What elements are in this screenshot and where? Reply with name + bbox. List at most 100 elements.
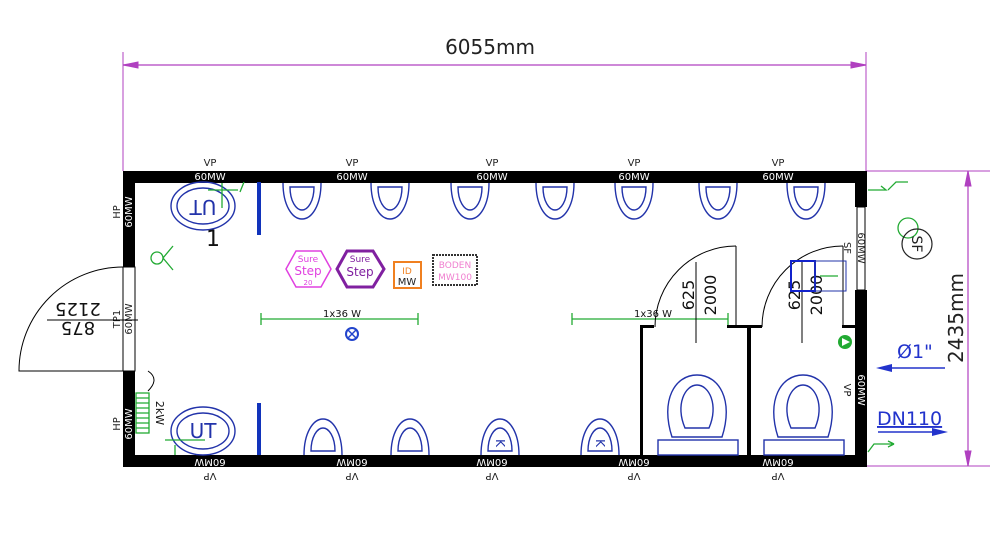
svg-text:2000: 2000 [807, 275, 826, 316]
entrance-door-frame [122, 266, 136, 372]
walls [123, 171, 867, 467]
svg-text:VP: VP [486, 470, 499, 481]
svg-text:60MW: 60MW [762, 456, 793, 467]
urinal [450, 182, 490, 220]
door-width-label: 875 [61, 317, 95, 338]
drain-connection: DN110 [877, 408, 948, 436]
svg-text:BODEN: BODEN [439, 261, 471, 271]
width-label: 2435mm [944, 273, 968, 363]
svg-text:DN110: DN110 [877, 408, 942, 430]
washbasin-top: UT 1 [170, 181, 245, 252]
svg-text:2kW: 2kW [153, 401, 166, 425]
svg-text:60MW: 60MW [336, 172, 367, 183]
svg-text:60MW: 60MW [855, 374, 866, 405]
urinal [614, 182, 654, 220]
urinal [698, 182, 738, 220]
stall-door-2[interactable]: 625 2000 [761, 245, 844, 343]
sure-step-badge: Sure Step [335, 249, 386, 289]
svg-text:VP: VP [346, 158, 359, 169]
urinal [390, 418, 430, 456]
svg-text:625: 625 [679, 280, 698, 311]
svg-text:1x36 W: 1x36 W [634, 309, 672, 320]
urinal [303, 418, 343, 456]
svg-text:2000: 2000 [701, 275, 720, 316]
id-mw-badge: ID MW [393, 261, 422, 289]
fire-extinguisher-icon [150, 245, 174, 271]
svg-text:VP: VP [204, 158, 217, 169]
sure-step-20-badge: Sure Step 20 [285, 250, 332, 288]
svg-text:60MW: 60MW [476, 456, 507, 467]
svg-text:60MW: 60MW [124, 408, 135, 439]
svg-text:60MW: 60MW [194, 172, 225, 183]
svg-text:Step: Step [346, 265, 373, 279]
urinal [786, 182, 826, 220]
svg-text:VP: VP [346, 470, 359, 481]
light-fixture-1: 1x36 W [260, 309, 419, 325]
svg-text:60MW: 60MW [336, 456, 367, 467]
urinals-top [282, 182, 826, 220]
svg-text:K: K [493, 439, 507, 448]
svg-text:VP: VP [628, 158, 641, 169]
window [856, 206, 866, 291]
svg-text:60MW: 60MW [194, 456, 225, 467]
urinal: K [580, 418, 620, 456]
length-label: 6055mm [445, 35, 535, 59]
svg-text:MW100: MW100 [438, 273, 472, 283]
urinal [282, 182, 322, 220]
svg-text:Sure: Sure [298, 255, 319, 265]
sf-symbol: SF [897, 217, 933, 260]
boden-badge: BODEN MW100 [432, 254, 478, 286]
toilet-1 [657, 374, 739, 456]
svg-text:HP: HP [112, 205, 123, 219]
svg-text:60MW: 60MW [124, 303, 135, 334]
entrance-door[interactable]: 2125 875 [18, 266, 138, 372]
svg-text:VP: VP [628, 470, 641, 481]
water-connection: Ø1" [876, 341, 945, 372]
svg-text:MW: MW [398, 277, 417, 288]
svg-text:60MW: 60MW [476, 172, 507, 183]
heater: 2kW [135, 370, 166, 434]
svg-text:SF: SF [908, 236, 924, 253]
washbasin-bottom: UT [165, 406, 236, 456]
urinal [535, 182, 575, 220]
light-fixture-2: 1x36 W [571, 309, 729, 325]
svg-text:60MW: 60MW [618, 172, 649, 183]
pump-icon [838, 335, 852, 349]
power-connection-bottom [867, 440, 895, 453]
svg-text:20: 20 [304, 279, 313, 287]
toilet-2 [763, 374, 845, 456]
svg-text:Step: Step [294, 264, 321, 278]
bottom-wall-labels: 60MW VP 60MW VP 60MW VP 60MW VP 60MW VP [194, 456, 793, 481]
electrical-panel [790, 260, 847, 292]
svg-text:VP: VP [204, 470, 217, 481]
svg-text:ID: ID [402, 267, 412, 277]
svg-text:60MW: 60MW [124, 196, 135, 227]
door-height-label: 2125 [55, 298, 101, 319]
svg-text:K: K [593, 439, 607, 448]
svg-text:1x36 W: 1x36 W [323, 309, 361, 320]
urinal: K [480, 418, 520, 456]
svg-text:60MW: 60MW [762, 172, 793, 183]
svg-text:60MW: 60MW [618, 456, 649, 467]
urinal [370, 182, 410, 220]
floor-drain-icon [345, 327, 359, 341]
top-wall-labels: VP 60MW VP 60MW VP 60MW VP 60MW VP 60MW [194, 158, 793, 183]
svg-text:HP: HP [112, 417, 123, 431]
svg-text:UT: UT [190, 419, 218, 443]
power-connection-top [868, 181, 908, 191]
svg-text:60MW: 60MW [855, 232, 866, 263]
dimension-width [866, 170, 990, 467]
svg-text:SF: SF [841, 242, 852, 254]
stall-door-1[interactable]: 625 2000 [654, 245, 737, 343]
svg-text:Sure: Sure [350, 255, 371, 265]
svg-text:UT: UT [189, 195, 217, 219]
svg-text:VP: VP [772, 470, 785, 481]
fixture-number: 1 [206, 227, 220, 252]
svg-text:VP: VP [486, 158, 499, 169]
svg-text:VP: VP [772, 158, 785, 169]
dimension-length [122, 52, 867, 171]
svg-text:VP: VP [841, 384, 852, 397]
